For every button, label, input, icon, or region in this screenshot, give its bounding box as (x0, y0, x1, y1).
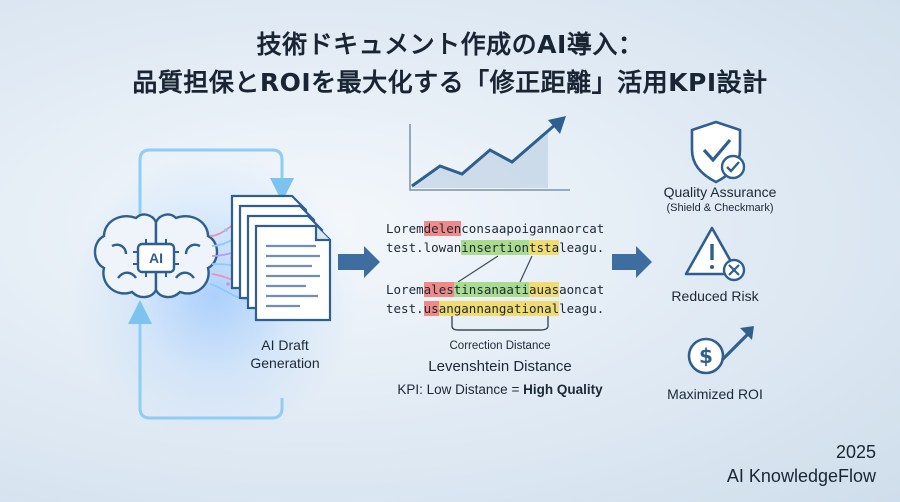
document-stack-icon (230, 194, 332, 322)
diff-highlight-y: tsta (529, 240, 560, 255)
diff-highlight-y: nal (536, 301, 560, 316)
warning-x-icon (684, 226, 746, 282)
ai-draft-caption-line1: AI Draft (261, 337, 309, 353)
ai-chip (133, 239, 179, 277)
quality-assurance-title: Quality Assurance (663, 184, 777, 200)
kpi-prefix: KPI: Low Distance = (397, 382, 524, 397)
diff-text: Lorem (386, 282, 424, 297)
diff-row-1: Loremdelenconsaapoigannaorcat (386, 220, 604, 237)
trend-chart-icon (409, 116, 570, 191)
diff-text: consaapoigannaorcat (461, 221, 605, 236)
svg-text:$: $ (699, 344, 713, 368)
ai-draft-caption: AI Draft Generation (230, 336, 340, 372)
diff-highlight-g: insertion (461, 240, 529, 255)
diff-connectors (457, 255, 533, 283)
kpi-statement: KPI: Low Distance = High Quality (360, 382, 640, 397)
diff-highlight-r: us (423, 301, 439, 316)
quality-assurance-subtitle: (Shield & Checkmark) (666, 202, 774, 214)
arrow-to-diff (338, 246, 380, 278)
diff-highlight-y: auas (529, 282, 560, 297)
title-line-1: 技術ドキュメント作成のAI導入： (256, 30, 644, 59)
diff-highlight-r: ales (423, 282, 454, 297)
diff-highlight-g: aati (498, 282, 530, 297)
diff-text: leagu. (559, 240, 605, 255)
diff-highlight-r: delen (423, 221, 462, 236)
diff-row-4: test.usangannangationalleagu. (386, 300, 604, 317)
diff-highlight-g: tinsan (453, 282, 499, 297)
title-line-2: 品質担保とROIを最大化する「修正距離」活用KPI設計 (132, 68, 768, 97)
maximized-roi-title: Maximized ROI (667, 386, 763, 402)
diff-text: test.lowan (386, 240, 462, 255)
brand-block: 2025 AI KnowledgeFlow (727, 440, 876, 488)
ai-draft-caption-line2: Generation (250, 355, 320, 371)
brand-year: 2025 (835, 442, 876, 462)
diff-text: test. (386, 301, 424, 316)
arrow-to-outcomes (612, 246, 652, 278)
brain-icon (93, 213, 219, 299)
reduced-risk-title: Reduced Risk (671, 288, 759, 304)
diff-row-2: test.lowaninsertiontstaleagu. (386, 239, 604, 256)
page-title: 技術ドキュメント作成のAI導入： 品質担保とROIを最大化する「修正距離」活用K… (0, 26, 900, 102)
brand-name: AI KnowledgeFlow (726, 466, 876, 486)
dollar-growth-icon: $ (687, 326, 754, 375)
correction-bracket (451, 316, 549, 331)
diff-row-3: Loremalestinsanaatiauasaoncat (386, 281, 604, 298)
diff-text: leagu. (559, 301, 605, 316)
kpi-emphasis: High Quality (523, 382, 603, 397)
feedback-loop (128, 148, 294, 420)
ai-chip-label: AI (149, 250, 163, 266)
diff-text: aoncat (559, 282, 605, 297)
levenshtein-label: Levenshtein Distance (428, 358, 572, 375)
correction-distance-label: Correction Distance (449, 340, 551, 352)
diff-text: Lorem (386, 221, 424, 236)
shield-check-icon (690, 120, 746, 184)
diff-highlight-y: angannangatio (438, 301, 537, 316)
